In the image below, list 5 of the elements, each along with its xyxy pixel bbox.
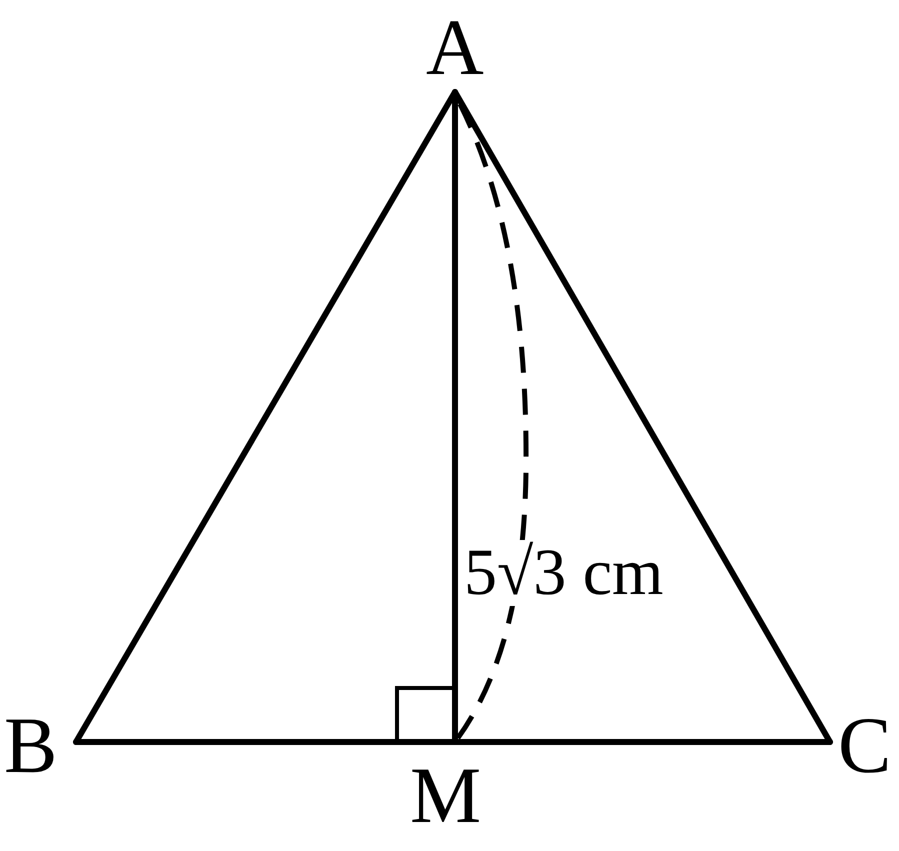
- vertex-label: B: [4, 706, 58, 786]
- vertex-label: C: [838, 706, 892, 786]
- vertex-label: M: [410, 756, 482, 836]
- vertex-label: A: [426, 8, 484, 88]
- line-segment: [73, 739, 833, 745]
